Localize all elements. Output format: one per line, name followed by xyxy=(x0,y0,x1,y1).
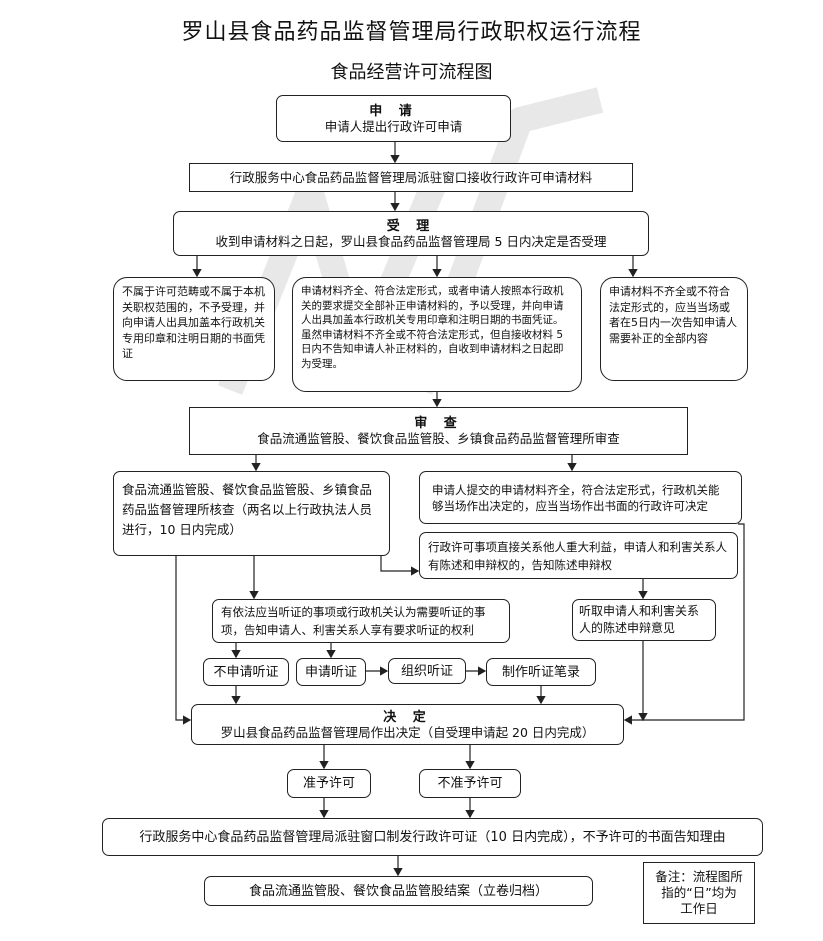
node-verify: 食品流通监管股、餐饮食品监管股、乡镇食品药品监督管理所核查（两名以上行政执法人员… xyxy=(113,471,390,556)
node-approve-text: 准予许可 xyxy=(302,776,355,791)
node-accept-text: 收到申请材料之日起，罗山县食品药品监督管理局 5 日内决定是否受理 xyxy=(215,233,607,249)
node-issue: 行政服务中心食品药品监督管理局派驻窗口制发行政许可证（10 日内完成），不予许可… xyxy=(102,818,763,856)
node-no-hearing: 不申请听证 xyxy=(203,658,289,686)
node-hearing-record: 制作听证笔录 xyxy=(486,658,596,686)
node-receive: 行政服务中心食品药品监督管理局派驻窗口接收行政许可申请材料 xyxy=(189,163,633,192)
node-major-interest: 行政许可事项直接关系他人重大利益，申请人和利害关系人有陈述和申辩权的，告知陈述申… xyxy=(419,532,738,579)
node-complete: 申请材料齐全、符合法定形式，或者申请人按照本行政机关的要求提交全部补正申请材料的… xyxy=(292,277,582,392)
node-hearing-record-text: 制作听证笔录 xyxy=(501,664,580,680)
node-not-in-scope-text: 不属于许可范畴或不属于本机关职权范围的，不予受理，并向申请人出具加盖本行政机关专… xyxy=(122,285,265,360)
node-deny-text: 不准予许可 xyxy=(437,776,503,791)
node-apply-text: 申请人提出行政许可申请 xyxy=(324,118,463,134)
node-approve: 准予许可 xyxy=(287,769,371,798)
node-incomplete-text: 申请材料不齐全或不符合法定形式的，应当当场或者在5日内一次告知申请人需要补正的全… xyxy=(609,285,737,345)
note-line-3: 工作日 xyxy=(680,901,718,916)
node-deny: 不准予许可 xyxy=(419,769,521,798)
node-hearing-notice-text: 有依法应当听证的事项或行政机关认为需要听证的事项，告知申请人、利害关系人享有要求… xyxy=(221,605,486,637)
node-decision-heading: 决 定 xyxy=(383,709,432,725)
node-not-in-scope: 不属于许可范畴或不属于本机关职权范围的，不予受理，并向申请人出具加盖本行政机关专… xyxy=(113,277,275,381)
node-organize-hearing: 组织听证 xyxy=(388,658,466,684)
node-major-interest-text: 行政许可事项直接关系他人重大利益，申请人和利害关系人有陈述和申辩权的，告知陈述申… xyxy=(428,539,727,572)
node-organize-hearing-text: 组织听证 xyxy=(400,663,453,679)
node-decision-text: 罗山县食品药品监督管理局作出决定（自受理申请起 20 日内完成） xyxy=(220,724,595,740)
note-line-2: 指的“日”均为 xyxy=(661,885,737,900)
node-on-spot-text: 申请人提交的申请材料齐全，符合法定形式，行政机关能够当场作出决定的，应当当场作出… xyxy=(432,482,720,513)
node-review-heading: 审 查 xyxy=(414,416,463,431)
node-archive: 食品流通监管股、餐饮食品监管股结案（立卷归档） xyxy=(204,876,593,906)
node-on-spot: 申请人提交的申请材料齐全，符合法定形式，行政机关能够当场作出决定的，应当当场作出… xyxy=(419,471,742,524)
page-subtitle: 食品经营许可流程图 xyxy=(330,62,493,83)
page-title: 罗山县食品药品监督管理局行政职权运行流程 xyxy=(181,20,642,45)
node-no-hearing-text: 不申请听证 xyxy=(213,664,279,680)
node-receive-text: 行政服务中心食品药品监督管理局派驻窗口接收行政许可申请材料 xyxy=(229,170,593,185)
node-apply-heading: 申 请 xyxy=(369,103,418,119)
note-box: 备注：流程图所 指的“日”均为 工作日 xyxy=(643,862,755,924)
node-accept: 受 理 收到申请材料之日起，罗山县食品药品监督管理局 5 日内决定是否受理 xyxy=(173,211,649,256)
node-archive-text: 食品流通监管股、餐饮食品监管股结案（立卷归档） xyxy=(248,883,548,899)
note-line-1: 备注：流程图所 xyxy=(655,869,743,884)
node-review: 审 查 食品流通监管股、餐饮食品监管股、乡镇食品药品监督管理所审查 xyxy=(189,407,688,455)
node-issue-text: 行政服务中心食品药品监督管理局派驻窗口制发行政许可证（10 日内完成），不予许可… xyxy=(139,829,726,845)
node-listen: 听取申请人和利害关系人的陈述申辩意见 xyxy=(572,599,716,641)
node-review-text: 食品流通监管股、餐饮食品监管股、乡镇食品药品监督管理所审查 xyxy=(257,431,620,446)
node-decision: 决 定 罗山县食品药品监督管理局作出决定（自受理申请起 20 日内完成） xyxy=(191,704,624,745)
node-listen-text: 听取申请人和利害关系人的陈述申辩意见 xyxy=(579,604,700,635)
node-accept-heading: 受 理 xyxy=(386,218,436,234)
node-hearing-notice: 有依法应当听证的事项或行政机关认为需要听证的事项，告知申请人、利害关系人享有要求… xyxy=(212,599,510,643)
node-apply: 申 请 申请人提出行政许可申请 xyxy=(276,95,511,142)
node-verify-text: 食品流通监管股、餐饮食品监管股、乡镇食品药品监督管理所核查（两名以上行政执法人员… xyxy=(122,482,373,537)
node-incomplete: 申请材料不齐全或不符合法定形式的，应当当场或者在5日内一次告知申请人需要补正的全… xyxy=(600,277,748,381)
node-request-hearing-text: 申请听证 xyxy=(304,664,357,680)
node-complete-text: 申请材料齐全、符合法定形式，或者申请人按照本行政机关的要求提交全部补正申请材料的… xyxy=(301,285,564,370)
node-request-hearing: 申请听证 xyxy=(296,658,366,686)
